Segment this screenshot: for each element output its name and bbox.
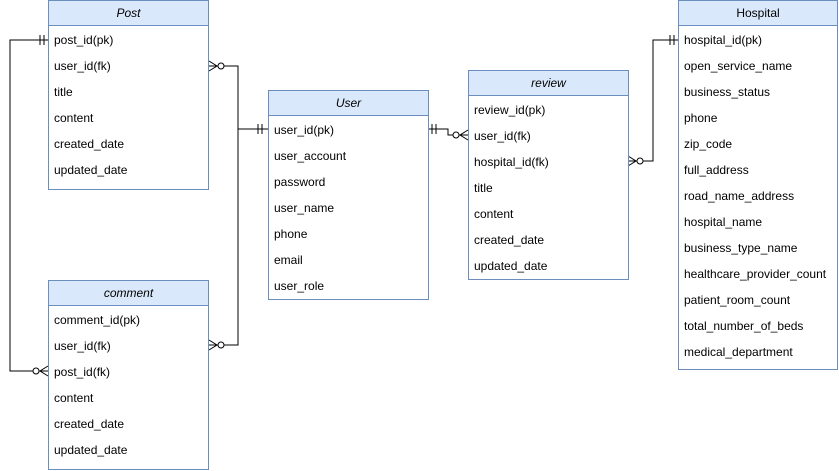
- attr-content: content: [474, 207, 514, 221]
- attr-business-type-name: business_type_name: [684, 241, 798, 255]
- entity-hospital[interactable]: Hospital hospital_id(pk) open_service_na…: [678, 0, 838, 370]
- attr-full-address: full_address: [684, 163, 749, 177]
- attr-healthcare-provider-count: healthcare_provider_count: [684, 267, 827, 281]
- attr-user-id: user_id(fk): [474, 129, 531, 143]
- attr-content: content: [54, 391, 94, 405]
- entity-user-title: User: [269, 91, 428, 116]
- attr-phone: phone: [684, 111, 718, 125]
- end-many-review-hospital: [627, 155, 637, 167]
- attr-zip-code: zip_code: [684, 137, 733, 151]
- entity-hospital-title: Hospital: [679, 1, 837, 26]
- attr-review-id: review_id(pk): [474, 103, 546, 117]
- attr-content: content: [54, 111, 94, 125]
- attr-title: title: [474, 181, 493, 195]
- attr-user-name: user_name: [274, 201, 335, 215]
- attr-total-number-of-beds: total_number_of_beds: [684, 319, 804, 333]
- attr-hospital-id: hospital_id(fk): [474, 155, 549, 169]
- rel-hospital-review: [628, 39, 678, 162]
- attr-user-id: user_id(pk): [274, 123, 335, 137]
- attr-user-role: user_role: [274, 279, 325, 293]
- attr-user-id: user_id(fk): [54, 339, 111, 353]
- rel-user-post-comment: [209, 65, 268, 346]
- entity-post-title: Post: [49, 1, 208, 26]
- attr-medical-department: medical_department: [684, 345, 793, 359]
- attr-patient-room-count: patient_room_count: [684, 293, 791, 307]
- end-many-comment-user: [208, 339, 218, 351]
- attr-updated-date: updated_date: [474, 259, 548, 273]
- attr-road-name-address: road_name_address: [684, 189, 795, 203]
- attr-updated-date: updated_date: [54, 443, 128, 457]
- attr-created-date: created_date: [474, 233, 545, 247]
- entity-review-title: review: [469, 71, 628, 96]
- rel-post-comment: [9, 39, 48, 372]
- attr-email: email: [274, 253, 303, 267]
- entity-comment-title: comment: [49, 281, 208, 306]
- attr-post-id: post_id(fk): [54, 365, 111, 379]
- end-many-review-user: [459, 129, 469, 141]
- attr-created-date: created_date: [54, 137, 125, 151]
- rel-user-review: [428, 128, 468, 136]
- attr-hospital-id: hospital_id(pk): [684, 33, 763, 47]
- attr-comment-id: comment_id(pk): [54, 313, 141, 327]
- attr-user-id: user_id(fk): [54, 59, 111, 73]
- attr-hospital-name: hospital_name: [684, 215, 763, 229]
- attr-created-date: created_date: [54, 417, 125, 431]
- attr-post-id: post_id(pk): [54, 33, 114, 47]
- entity-comment[interactable]: comment comment_id(pk) user_id(fk) post_…: [48, 280, 209, 470]
- attr-business-status: business_status: [684, 85, 771, 99]
- attr-open-service-name: open_service_name: [684, 59, 793, 73]
- entity-user[interactable]: User user_id(pk) user_account password u…: [268, 90, 429, 300]
- attr-title: title: [54, 85, 73, 99]
- attr-user-account: user_account: [274, 149, 347, 163]
- entity-review[interactable]: review review_id(pk) user_id(fk) hospita…: [468, 70, 629, 280]
- attr-updated-date: updated_date: [54, 163, 128, 177]
- end-many-comment: [39, 365, 49, 377]
- entity-post[interactable]: Post post_id(pk) user_id(fk) title conte…: [48, 0, 209, 190]
- attr-phone: phone: [274, 227, 308, 241]
- attr-password: password: [274, 175, 326, 189]
- end-many-post: [208, 60, 218, 72]
